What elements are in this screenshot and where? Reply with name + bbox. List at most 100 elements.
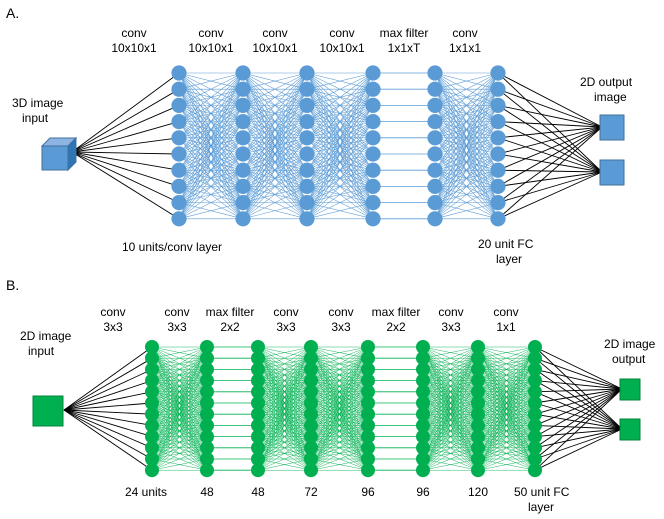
edge [434, 72, 499, 219]
unit-node [304, 418, 318, 433]
unit-node [365, 130, 381, 146]
layer-label-size: 10x10x1 [319, 41, 365, 55]
edge [422, 436, 479, 471]
unit-count-label: 24 units [125, 485, 167, 499]
edge [242, 89, 308, 219]
edge [306, 72, 374, 203]
edge [306, 105, 374, 219]
unit-node [145, 429, 159, 444]
unit-node [304, 440, 318, 455]
edge [422, 346, 479, 426]
edge [477, 447, 536, 471]
edge [257, 346, 312, 359]
unit-count-label: 72 [304, 485, 318, 499]
unit-node [416, 384, 430, 399]
output-edge [497, 171, 603, 187]
edge [477, 436, 536, 471]
input-edge [71, 151, 180, 220]
unit-node [427, 65, 443, 81]
unit-node [235, 195, 251, 211]
edge [151, 346, 208, 415]
unit-node [251, 429, 265, 444]
unit-node [171, 195, 187, 211]
unit-node [361, 373, 375, 388]
unit-node [365, 162, 381, 178]
layer-label-size: 3x3 [331, 320, 351, 334]
edge [310, 346, 369, 359]
unit-node [490, 146, 506, 162]
edge [477, 425, 536, 471]
edge [310, 346, 369, 437]
edge [422, 346, 479, 460]
unit-node [365, 146, 381, 162]
edge [477, 346, 536, 460]
edge [477, 346, 536, 359]
edge [151, 346, 208, 370]
layer-label-size: 2x2 [220, 320, 240, 334]
edge [306, 72, 374, 90]
output-square-1 [619, 378, 641, 401]
unit-node [171, 65, 187, 81]
unit-node [416, 429, 430, 444]
unit-node [299, 97, 315, 113]
unit-node [299, 146, 315, 162]
panel-b-output-label-line2: output [612, 352, 646, 366]
layer-label-size: 1x1 [496, 320, 516, 334]
input-edge [63, 346, 153, 411]
edge [422, 346, 479, 448]
input-edge [71, 72, 180, 153]
output-edge [497, 126, 603, 203]
unit-node [171, 162, 187, 178]
panel-a-units-label: 10 units/conv layer [122, 240, 222, 254]
panel-b-units [145, 340, 542, 478]
edge [306, 153, 374, 219]
edge [422, 346, 479, 392]
edge [310, 346, 369, 415]
unit-node [361, 340, 375, 354]
edge [178, 105, 244, 219]
panel-b-label: B. [6, 277, 19, 293]
edge [151, 346, 208, 404]
unit-node [471, 362, 485, 377]
edge [178, 72, 244, 138]
edge [310, 346, 369, 404]
edge [434, 72, 499, 106]
unit-node [299, 195, 315, 211]
output-square-2 [619, 418, 641, 441]
unit-node [365, 178, 381, 194]
edge [178, 72, 244, 155]
unit-node [528, 463, 542, 478]
edge [434, 72, 499, 187]
layer-label-size: 3x3 [441, 320, 461, 334]
output-edge [497, 88, 603, 128]
unit-node [528, 384, 542, 399]
edge [257, 346, 312, 370]
output-edge [534, 391, 623, 430]
unit-node [145, 340, 159, 354]
unit-node [416, 407, 430, 422]
unit-node [361, 351, 375, 366]
edge [242, 153, 308, 219]
edge [422, 346, 479, 404]
unit-node [299, 81, 315, 97]
panel-b-fc-label-line1: 50 unit FC [514, 485, 570, 499]
layer-label-type: conv [164, 305, 189, 319]
edge [434, 72, 499, 171]
panel-a-layer-labels: conv10x10x1conv10x10x1conv10x10x1conv10x… [111, 26, 481, 55]
edge [310, 425, 369, 471]
input-edge [71, 121, 180, 153]
unit-node [171, 130, 187, 146]
unit-node [528, 340, 542, 354]
panel-b-connections [63, 346, 623, 471]
edge [242, 72, 308, 203]
panel-a-label: A. [6, 5, 19, 21]
edge [178, 89, 244, 219]
edge [310, 458, 369, 471]
edge [477, 414, 536, 471]
layer-label-type: max filter [372, 305, 421, 319]
unit-node [471, 452, 485, 466]
unit-node [145, 384, 159, 399]
edge [151, 402, 208, 471]
edge [422, 447, 479, 471]
